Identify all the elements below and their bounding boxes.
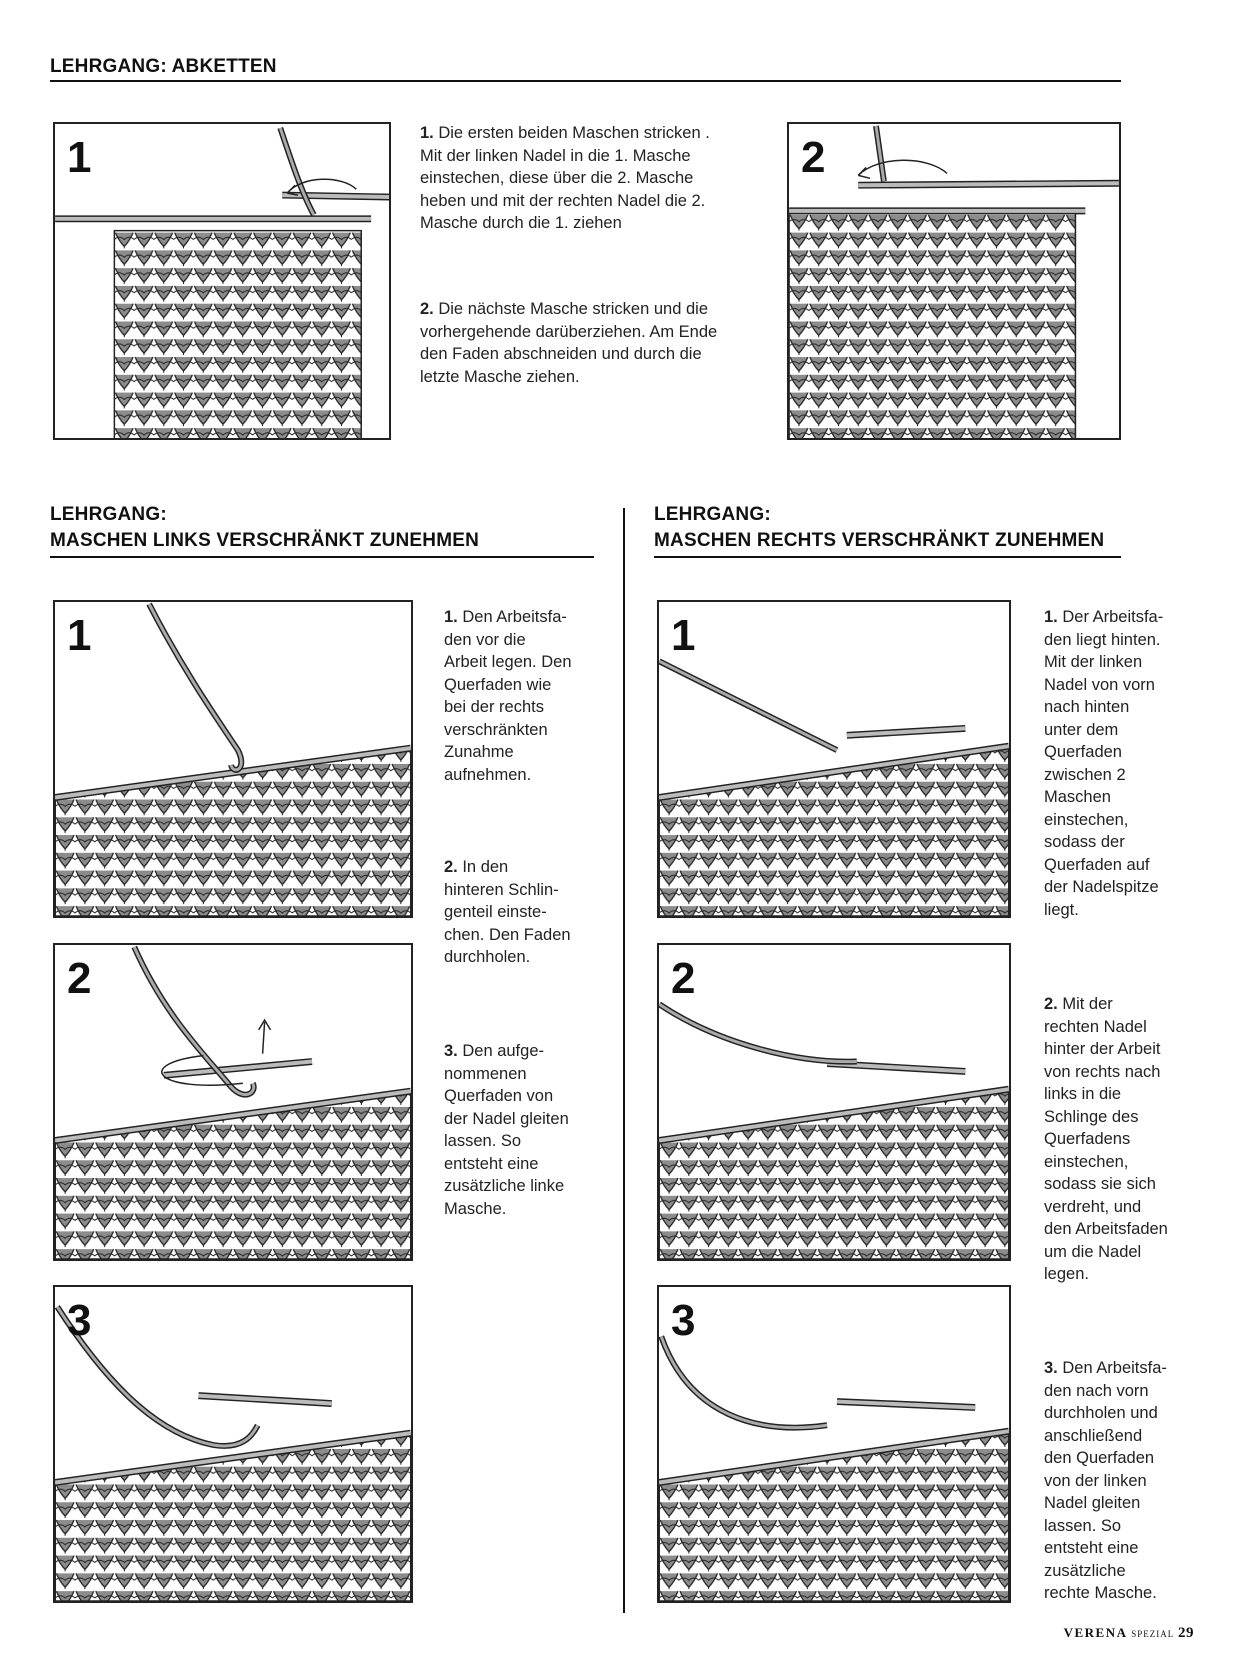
step-text-rechts-3: 3. Den Arbeitsfa- den nach vorn durchhol… [1044, 1357, 1204, 1605]
illustration-abketten-2: 2 [787, 122, 1121, 440]
knitting-illustration [659, 602, 1009, 916]
step-number: 2 [67, 951, 91, 1007]
step-text-links-2: 2. In den hinteren Schlin- genteil einst… [444, 856, 604, 969]
illustration-links-2: 2 [53, 943, 413, 1261]
step-number: 1 [67, 130, 91, 186]
magazine-brand: VERENA [1064, 1625, 1128, 1640]
step-text-abketten-2: 2. Die nächste Masche stricken und die v… [420, 298, 770, 388]
step-number: 2 [801, 130, 825, 186]
section-rule [50, 556, 594, 558]
page-footer: VERENA SPEZIAL 29 [1064, 1625, 1194, 1642]
illustration-links-3: 3 [53, 1285, 413, 1603]
magazine-edition: SPEZIAL [1131, 1629, 1174, 1639]
illustration-links-1: 1 [53, 600, 413, 918]
knitting-illustration [55, 602, 411, 916]
page-number: 29 [1178, 1625, 1194, 1641]
step-number: 3 [67, 1293, 91, 1349]
section-title-rechts: LEHRGANG: MASCHEN RECHTS VERSCHRÄNKT ZUN… [654, 502, 1104, 554]
step-number: 2 [671, 951, 695, 1007]
column-divider [623, 508, 625, 1613]
illustration-rechts-1: 1 [657, 600, 1011, 918]
illustration-rechts-2: 2 [657, 943, 1011, 1261]
step-number: 1 [671, 608, 695, 664]
step-text-links-1: 1. Den Arbeitsfa- den vor die Arbeit leg… [444, 606, 604, 786]
section-title-links: LEHRGANG: MASCHEN LINKS VERSCHRÄNKT ZUNE… [50, 502, 479, 554]
knitting-illustration [55, 945, 411, 1259]
step-number: 1 [67, 608, 91, 664]
knitting-illustration [55, 1287, 411, 1601]
step-text-rechts-1: 1. Der Arbeitsfa- den liegt hinten. Mit … [1044, 606, 1204, 921]
knitting-illustration [55, 124, 389, 438]
step-text-links-3: 3. Den aufge- nommenen Querfaden von der… [444, 1040, 604, 1220]
section-title-abketten: LEHRGANG: ABKETTEN [50, 54, 277, 80]
illustration-abketten-1: 1 [53, 122, 391, 440]
step-number: 3 [671, 1293, 695, 1349]
step-text-abketten-1: 1. Die ersten beiden Maschen stricken . … [420, 122, 770, 235]
section-rule [50, 80, 1121, 82]
knitting-illustration [789, 124, 1119, 438]
knitting-illustration [659, 945, 1009, 1259]
illustration-rechts-3: 3 [657, 1285, 1011, 1603]
step-text-rechts-2: 2. Mit der rechten Nadel hinter der Arbe… [1044, 993, 1204, 1286]
section-rule [654, 556, 1121, 558]
knitting-illustration [659, 1287, 1009, 1601]
